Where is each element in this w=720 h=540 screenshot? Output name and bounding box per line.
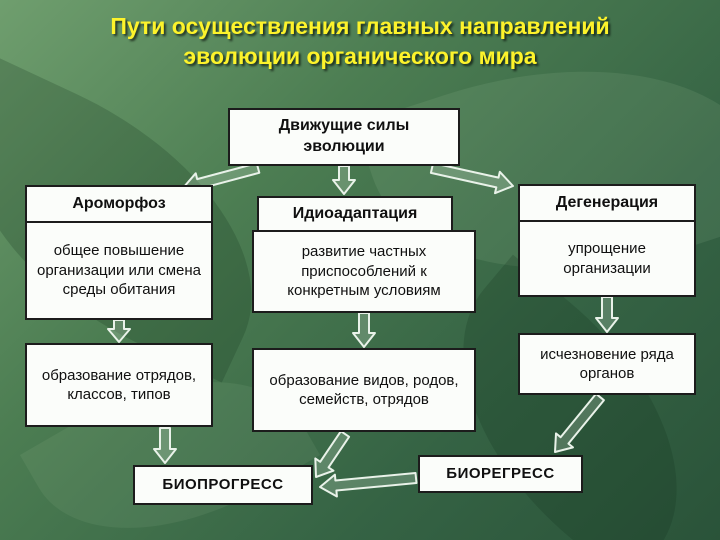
arrow-outcome-to-bioprogress [153, 427, 177, 464]
arrow-degeneration-to-outcome [595, 296, 619, 333]
arrow-center-outcome-to-bioprogress [314, 430, 351, 478]
box-idioadaptation-description: развитие частных приспособлений к конкре… [252, 230, 476, 313]
arrow-bioregress-to-bioprogress [319, 472, 418, 498]
arrow-root-to-degeneration [429, 162, 514, 195]
arrow-aromorphosis-to-outcome [107, 319, 131, 343]
box-driving-forces: Движущие силы эволюции [228, 108, 460, 166]
box-aromorphosis-description: общее повышение организации или смена ср… [25, 221, 213, 320]
box-aromorphosis-header: Ароморфоз [25, 185, 213, 223]
arrow-idioadaptation-to-outcome [352, 312, 376, 348]
box-bioprogress: БИОПРОГРЕСС [133, 465, 313, 505]
box-idioadaptation-outcome: образование видов, родов, семейств, отря… [252, 348, 476, 432]
box-aromorphosis-outcome: образование отрядов, классов, типов [25, 343, 213, 427]
box-degeneration-description: упрощение организации [518, 220, 696, 297]
arrow-right-outcome-to-bioregress [554, 392, 605, 453]
box-degeneration-outcome: исчезновение ряда органов [518, 333, 696, 395]
box-degeneration-header: Дегенерация [518, 184, 696, 222]
box-idioadaptation-header: Идиоадаптация [257, 196, 453, 232]
slide-title-line1: Пути осуществления главных направлений [110, 13, 610, 39]
slide-title: Пути осуществления главных направлений э… [0, 12, 720, 72]
arrow-root-to-idioadaptation [332, 165, 356, 195]
box-bioregress: БИОРЕГРЕСС [418, 455, 583, 493]
slide-title-line2: эволюции органического мира [183, 42, 537, 69]
